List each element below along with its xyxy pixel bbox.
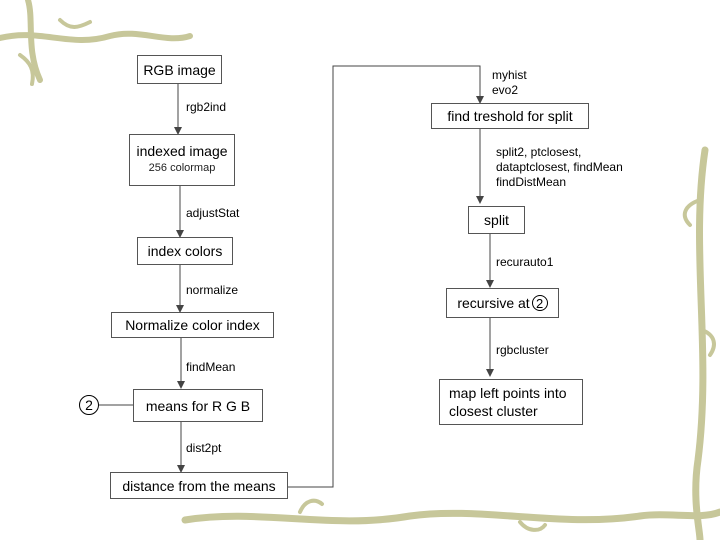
split2-label-line3: findDistMean (496, 175, 567, 189)
normalize-index-node: Normalize color index (111, 312, 274, 338)
indexed-image-label: indexed image (136, 143, 228, 159)
adjuststat-label: adjustStat (186, 206, 240, 220)
normalize-label: normalize (186, 283, 239, 297)
myhist-label: myhist (492, 68, 527, 82)
means-rgb-label: means for R G B (145, 397, 251, 414)
recurauto1-label: recurauto1 (496, 255, 554, 269)
find-threshold-label: find treshold for split (447, 108, 573, 124)
rgb2ind-label: rgb2ind (186, 100, 227, 114)
rgb-image-node: RGB image (137, 55, 222, 84)
recursive-marker: 2 (531, 295, 548, 311)
findmean-label: findMean (186, 360, 236, 374)
distance-means-label: distance from the means (122, 477, 276, 494)
means-rgb-node: means for R G B (133, 389, 263, 422)
index-colors-node: index colors (137, 237, 233, 265)
colormap-sublabel: 256 colormap (148, 162, 216, 174)
connector-lines (99, 65, 494, 488)
distance-means-node: distance from the means (110, 472, 288, 499)
split-node: split (468, 206, 525, 234)
index-colors-label: index colors (147, 243, 223, 259)
split2-label-line1: split2, ptclosest, (496, 145, 582, 159)
rgbcluster-label: rgbcluster (496, 343, 549, 357)
map-left-node: map left points into closest cluster (439, 379, 583, 425)
map-left-line1: map left points into (449, 385, 567, 401)
find-threshold-node: find treshold for split (431, 103, 589, 129)
dist2pt-label: dist2pt (186, 441, 222, 455)
evo2-label: evo2 (492, 83, 519, 97)
split-label: split (484, 212, 509, 228)
recursive-label: recursive at (457, 295, 530, 311)
connector-marker-2: 2 (79, 395, 99, 415)
split2-label-line2: dataptclosest, findMean (496, 160, 623, 174)
indexed-image-node: indexed image 256 colormap (129, 134, 235, 186)
recursive-node: recursive at 2 (446, 288, 559, 318)
rgb-image-label: RGB image (143, 61, 216, 78)
normalize-index-label: Normalize color index (125, 317, 260, 333)
map-left-line2: closest cluster (449, 403, 538, 419)
